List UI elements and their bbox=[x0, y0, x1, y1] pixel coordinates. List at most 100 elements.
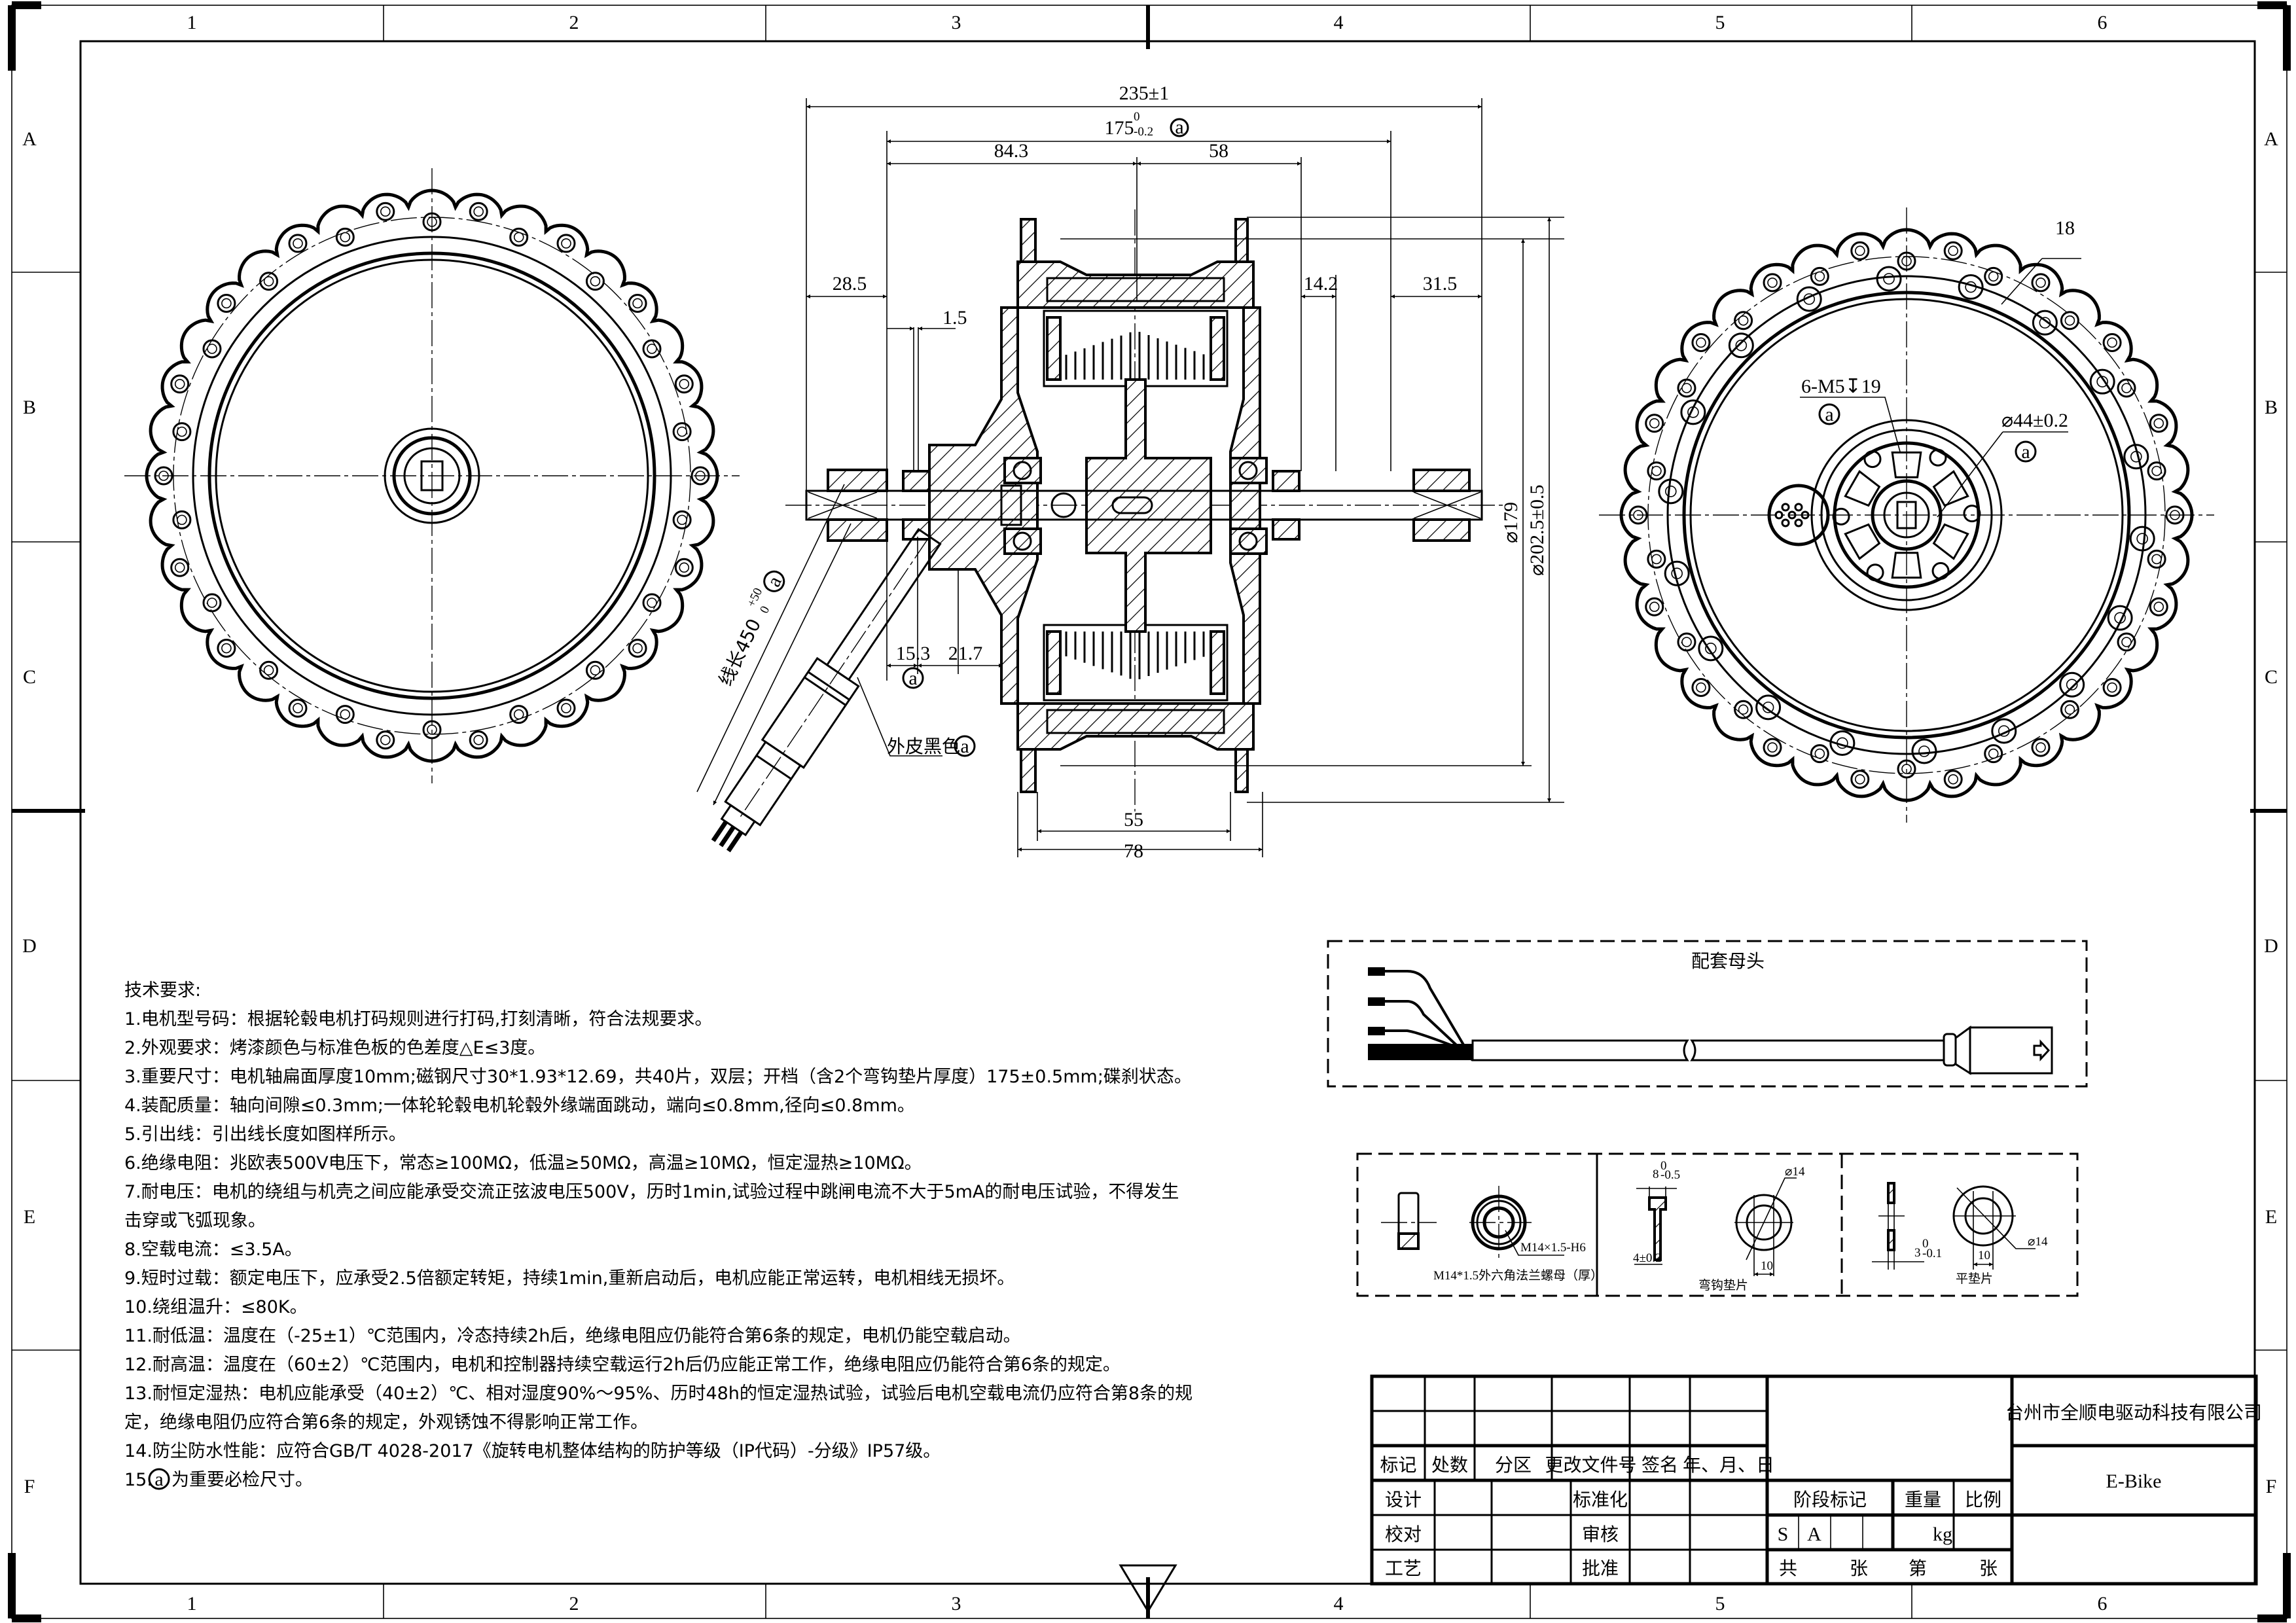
flat-washer-upper-tol: 0 bbox=[1922, 1237, 1929, 1251]
spoke-hole-inner bbox=[2064, 704, 2075, 715]
bearing-ball bbox=[1238, 531, 1258, 551]
spoke-hole-inner bbox=[632, 298, 643, 309]
spoke-hole-inner bbox=[513, 232, 524, 243]
tech-requirement-line: 15. bbox=[124, 1470, 152, 1490]
label-approve: 批准 bbox=[1582, 1558, 1619, 1579]
axle-nut bbox=[1871, 479, 1943, 551]
label-review: 审核 bbox=[1582, 1524, 1619, 1545]
cover-bolt bbox=[1991, 718, 2017, 744]
hook-washer-lower-tol: -0.5 bbox=[1660, 1168, 1680, 1182]
company-name: 台州市全顺电驱动科技有限公司 bbox=[2005, 1402, 2262, 1423]
dim-78: 78 bbox=[1124, 840, 1143, 862]
spoke-hole bbox=[1810, 266, 1829, 286]
spoke-hole-inner bbox=[590, 665, 601, 676]
zone-row-label: B bbox=[23, 397, 36, 418]
axle-flat bbox=[420, 460, 444, 491]
coil-end bbox=[1210, 630, 1225, 695]
spoke-hole bbox=[1984, 266, 2003, 286]
spoke-hole-inner bbox=[1767, 277, 1778, 288]
tech-requirement-line: 4.装配质量：轴向间隙≤0.3mm;一体轮轮毂电机轮毂外缘端面跳动，端向≤0.8… bbox=[124, 1096, 915, 1116]
zone-column-label: 6 bbox=[2098, 1593, 2108, 1614]
tech-requirement-line: 1.电机型号码：根据轮毂电机打码规则进行打码,打刻清晰，符合法规要求。 bbox=[124, 1009, 712, 1029]
lightening-window bbox=[1844, 523, 1881, 560]
mating-connector-detail: 配套母头 bbox=[1327, 940, 2088, 1088]
spoke-hole-inner bbox=[1649, 418, 1660, 429]
spoke-hole bbox=[1763, 273, 1782, 293]
label-check: 校对 bbox=[1385, 1524, 1422, 1545]
connector-pin bbox=[1781, 503, 1790, 512]
spoke-hole bbox=[288, 234, 308, 253]
hook-washer-caption: 弯钩垫片 bbox=[1698, 1278, 1748, 1293]
cable-jacket-note: 外皮黑色 bbox=[887, 736, 960, 757]
revision-header: 分区 bbox=[1495, 1454, 1532, 1476]
arrow-icon bbox=[2033, 1039, 2051, 1061]
spoke-hole bbox=[172, 422, 192, 442]
spoke-hole-inner bbox=[561, 703, 571, 713]
spoke-hole-inner bbox=[1696, 682, 1706, 693]
tech-requirement-line: 击穿或飞弧现象。 bbox=[124, 1211, 266, 1231]
tech-requirement-line: 8.空载电流：≤3.5A。 bbox=[124, 1240, 302, 1260]
zone-row-label: D bbox=[2264, 935, 2278, 957]
dim-58: 58 bbox=[1209, 140, 1229, 162]
dim-55: 55 bbox=[1124, 809, 1143, 830]
spoke-hole bbox=[469, 730, 488, 750]
spoke-hole bbox=[672, 422, 692, 442]
spoke-hole-inner bbox=[2121, 383, 2132, 393]
spoke-hole bbox=[509, 705, 529, 724]
cable-length-label: 线长450 bbox=[715, 615, 766, 689]
zone-column-label: 1 bbox=[187, 12, 197, 33]
spoke-hole-inner bbox=[473, 206, 484, 217]
spoke-hole bbox=[217, 293, 236, 313]
label-scale: 比例 bbox=[1965, 1489, 2001, 1510]
critical-mark: a bbox=[960, 736, 969, 757]
cover-bolt-hole bbox=[1918, 745, 1930, 757]
spoke-hole bbox=[1943, 241, 1963, 260]
connector-pin bbox=[1781, 518, 1790, 527]
critical-mark: a bbox=[154, 1469, 163, 1490]
zone-column-label: 4 bbox=[1334, 12, 1344, 33]
spoke-hole bbox=[1850, 241, 1870, 260]
spoke-hole-inner bbox=[380, 206, 391, 217]
spoke-hole bbox=[469, 202, 488, 221]
spoke-hole bbox=[288, 698, 308, 718]
spoke-hole-inner bbox=[1681, 383, 1692, 393]
cable-connector bbox=[1767, 484, 1830, 546]
hook-washer-tolerance: 4±0.2 bbox=[1633, 1251, 1662, 1265]
spoke-hole bbox=[585, 660, 605, 680]
connector-pin bbox=[1787, 510, 1797, 520]
spoke-hole bbox=[2102, 678, 2122, 698]
weight-unit: kg bbox=[1933, 1524, 1952, 1545]
stator-coil bbox=[1043, 624, 1229, 702]
critical-mark: a bbox=[1175, 116, 1183, 138]
hub-motor-right-view bbox=[1599, 207, 2214, 823]
hook-washer-width: 10 bbox=[1761, 1259, 1773, 1273]
tech-requirement-line: 定，绝缘电阻仍应符合第6条的规定，外观锈蚀不得影响正常工作。 bbox=[124, 1412, 648, 1433]
spoke-hole bbox=[376, 730, 395, 750]
tech-requirement-line: 3.重要尺寸：电机轴扁面厚度10mm;磁钢尺寸30*1.93*12.69，共40… bbox=[124, 1067, 1192, 1087]
tech-requirement-line: 14.防尘防水性能：应符合GB/T 4028-2017《旋转电机整体结构的防护等… bbox=[124, 1441, 941, 1461]
cover-bolt bbox=[1796, 286, 1822, 312]
cover-bolt-hole bbox=[1735, 339, 1748, 351]
right-view-annotations: 18 6-M5↧19 a ⌀44±0.2 a bbox=[1800, 217, 2081, 518]
spoke-hole-inner bbox=[221, 643, 232, 654]
zone-column-label: 2 bbox=[569, 1593, 579, 1614]
spoke-hole bbox=[2147, 461, 2166, 481]
spoke-hole-inner bbox=[1988, 748, 1999, 759]
spoke-hole bbox=[1691, 678, 1711, 698]
dim-84-3: 84.3 bbox=[994, 140, 1029, 162]
dim-15-3: 15.3 bbox=[896, 643, 931, 664]
spoke-hole-inner bbox=[263, 665, 274, 676]
spoke-hole bbox=[1677, 378, 1696, 398]
spoke-hole bbox=[1984, 744, 2003, 764]
tech-requirements-title: 技术要求: bbox=[124, 980, 201, 1001]
coil-end bbox=[1210, 316, 1225, 381]
cover-bolt bbox=[1728, 332, 1754, 359]
cover-bolt-hole bbox=[1762, 702, 1774, 713]
tech-requirement-line: 6.绝缘电阻：兆欧表500V电压下，常态≥100MΩ，低温≥50MΩ，高温≥10… bbox=[124, 1153, 922, 1173]
bearing-ball bbox=[1013, 531, 1032, 551]
spoke-hole-inner bbox=[1988, 271, 1999, 282]
m5-hole bbox=[1866, 563, 1884, 582]
spoke-hole-inner bbox=[632, 643, 643, 654]
spoke-hole bbox=[1691, 332, 1711, 352]
